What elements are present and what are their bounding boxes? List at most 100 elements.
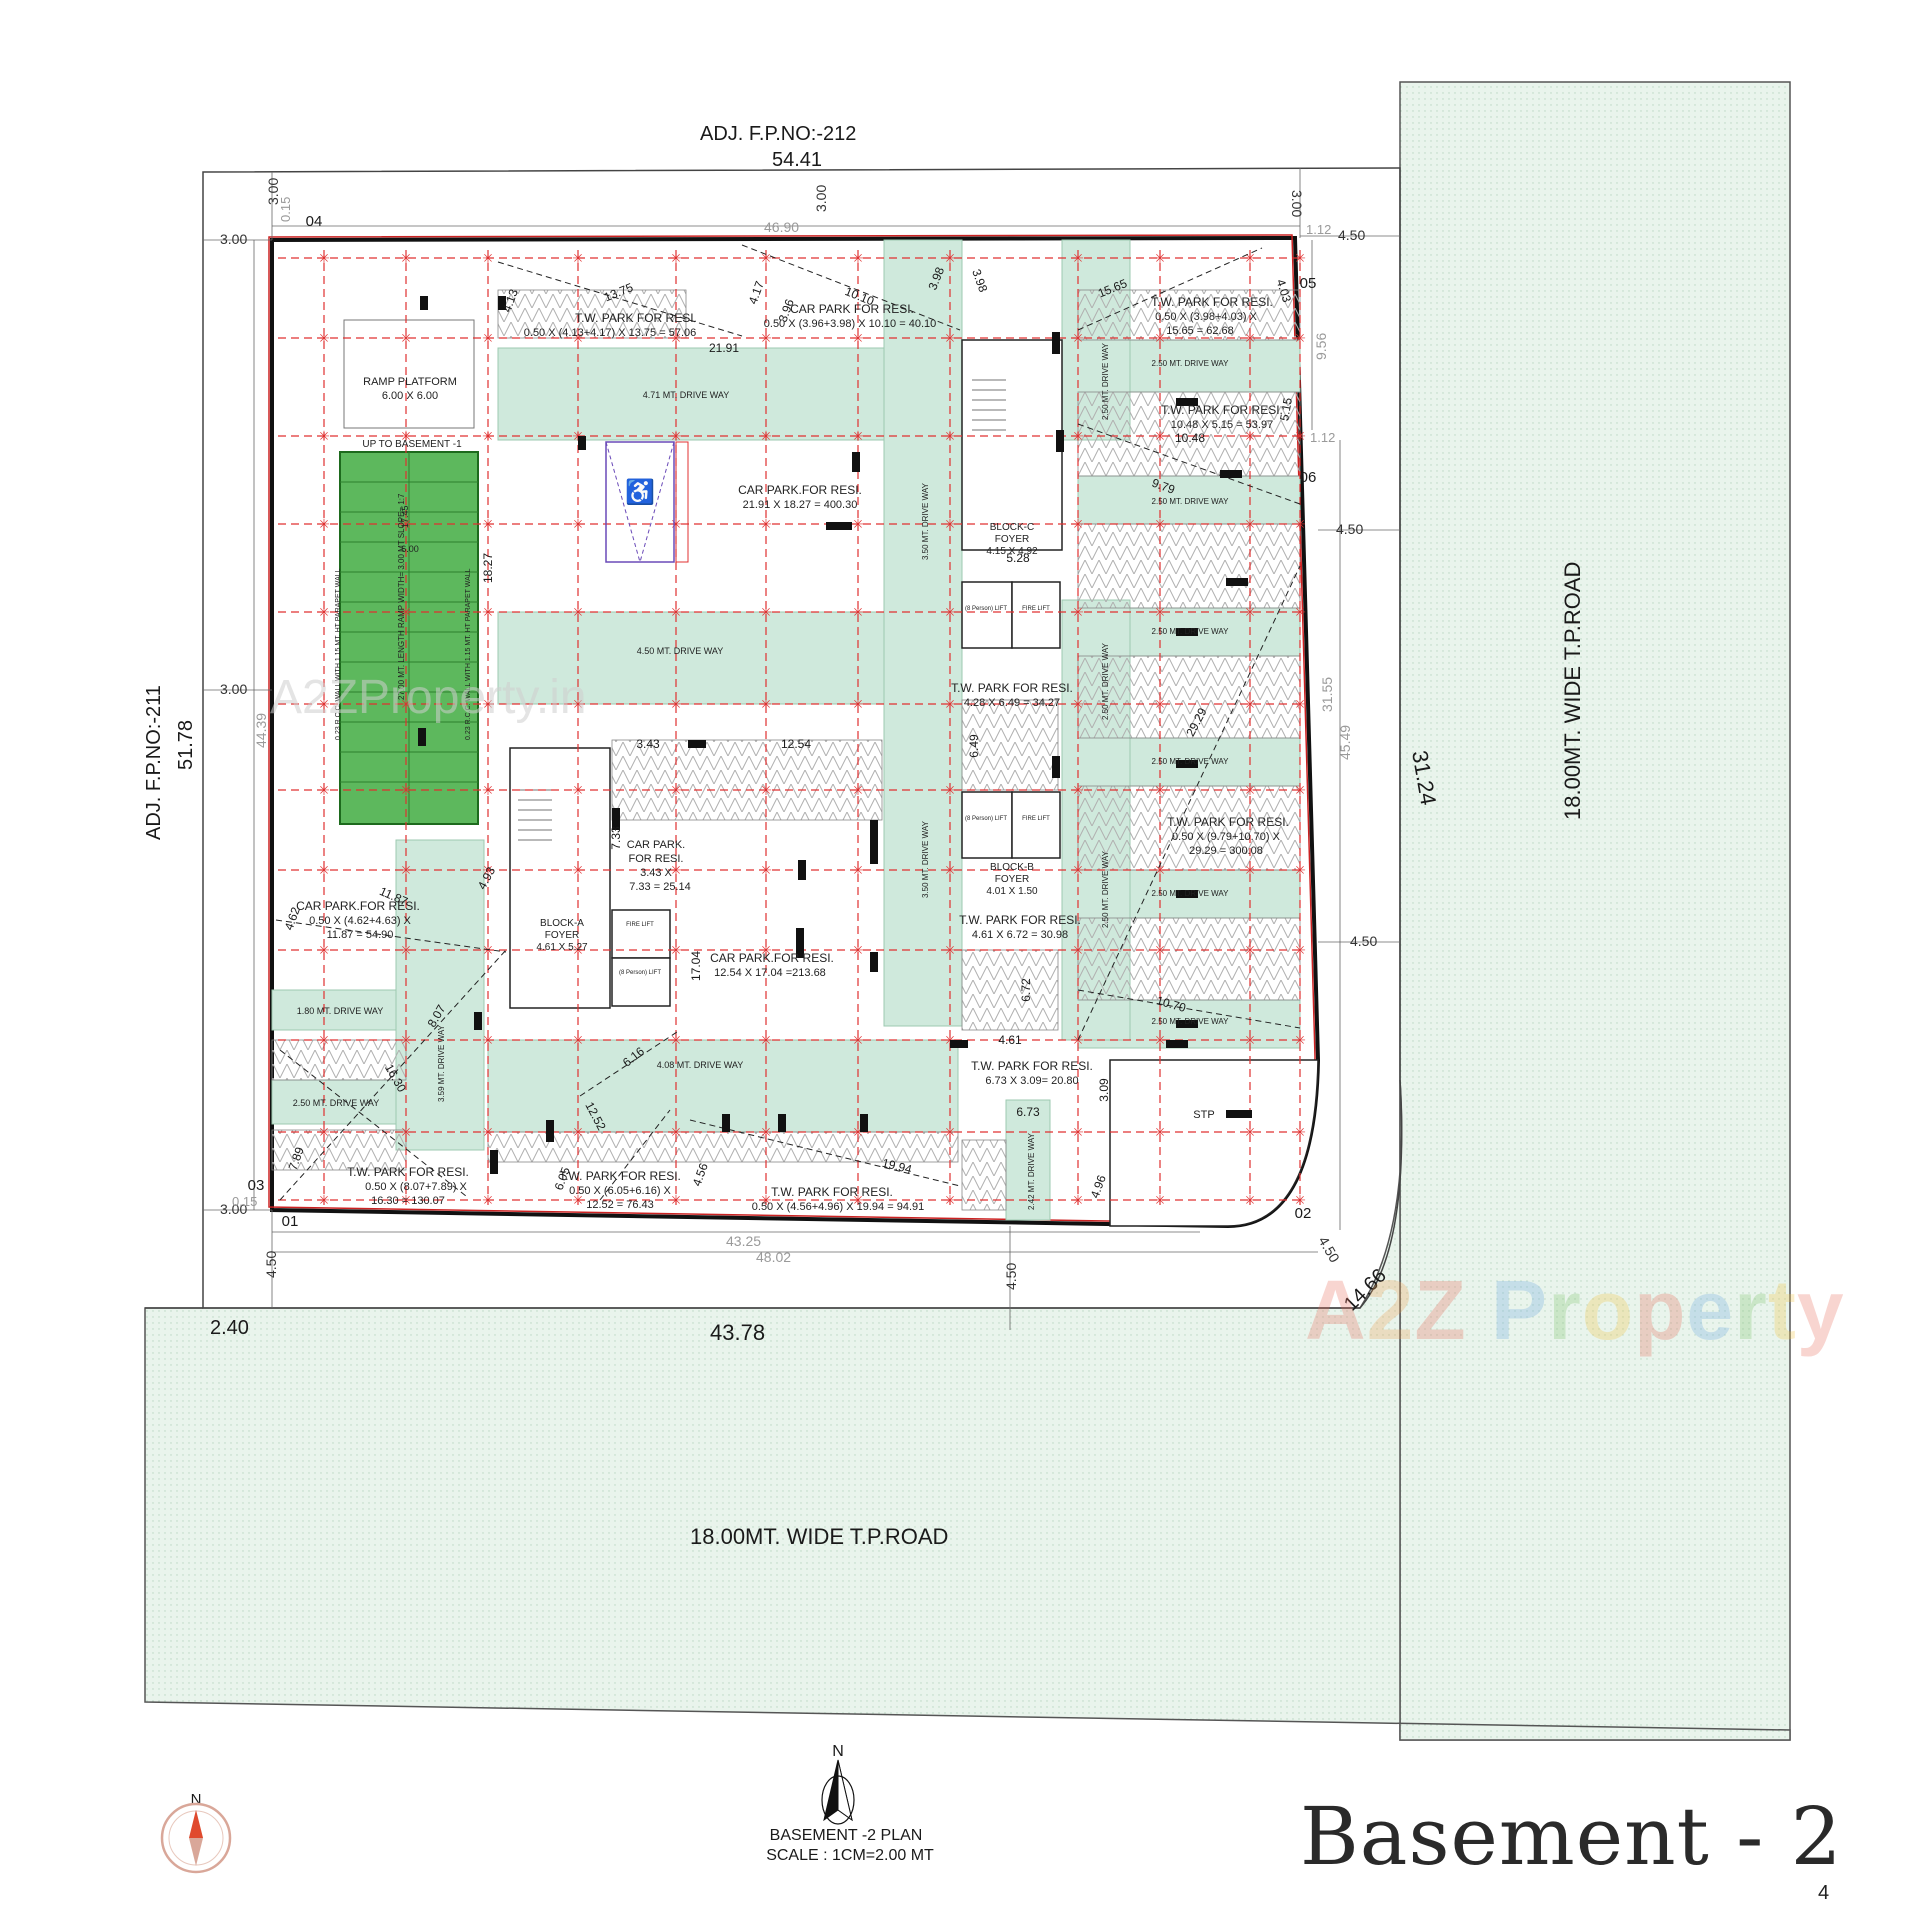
inner-bottom-width1: 43.25 xyxy=(726,1233,761,1249)
adjacent-plot-top: ADJ. F.P.NO:-212 xyxy=(700,123,856,145)
column-marker-icon: ✳ xyxy=(760,1125,772,1141)
column-marker-icon: ✳ xyxy=(852,863,864,879)
column-marker-icon: ✳ xyxy=(670,1125,682,1141)
bottom-left-offset: 2.40 xyxy=(210,1317,249,1339)
column-marker-icon: ✳ xyxy=(1072,697,1084,713)
column-marker-icon: ✳ xyxy=(944,1125,956,1141)
dimension-label: 12.54 xyxy=(781,737,811,751)
column-marker-icon: ✳ xyxy=(760,943,772,959)
cores xyxy=(509,339,1063,1009)
dimension-label: 4.03 xyxy=(1274,277,1295,304)
column-marker-icon: ✳ xyxy=(1154,863,1166,879)
column-marker-icon: ✳ xyxy=(760,429,772,445)
watermark-letter: e xyxy=(1686,1263,1735,1357)
column-marker-icon: ✳ xyxy=(944,697,956,713)
dimension-label: 5.28 xyxy=(1006,551,1030,565)
column-marker-icon: ✳ xyxy=(1154,517,1166,533)
column-marker-icon: ✳ xyxy=(760,331,772,347)
column-marker-icon: ✳ xyxy=(944,605,956,621)
lift-block-b: (8 Person) LIFT xyxy=(965,816,1007,822)
setback-right-mid2: 4.50 xyxy=(1350,933,1377,949)
car-park-small-calc1: 3.43 X xyxy=(640,867,672,879)
column-marker-icon: ✳ xyxy=(318,943,330,959)
ramp-wall-left: 0.23 R.C.C. WALL WITH 1.15 MT. HT PARAPE… xyxy=(335,568,342,740)
column-marker-icon: ✳ xyxy=(482,251,494,267)
fire-lift-block-a: FIRE LIFT xyxy=(626,922,654,928)
column-marker-icon: ✳ xyxy=(1244,251,1256,267)
up-to-basement-label: UP TO BASEMENT -1 xyxy=(362,439,462,450)
corner-02: 02 xyxy=(1295,1205,1312,1222)
dimension-label: 6.72 xyxy=(1019,978,1033,1002)
column-marker-icon: ✳ xyxy=(400,429,412,445)
block-a-foyer: FOYER xyxy=(545,930,579,941)
column-marker-icon: ✳ xyxy=(572,605,584,621)
column-marker-icon: ✳ xyxy=(572,1125,584,1141)
setback-left-mid: 3.00 xyxy=(220,681,247,697)
block-c-foyer: FOYER xyxy=(995,534,1029,545)
column-marker-icon: ✳ xyxy=(1154,1193,1166,1209)
column-marker-icon: ✳ xyxy=(1154,331,1166,347)
column-marker-icon: ✳ xyxy=(482,429,494,445)
left-length: 51.78 xyxy=(175,720,197,770)
edge-offset-bottom: 0.15 xyxy=(232,1194,257,1209)
column-marker-icon: ✳ xyxy=(400,697,412,713)
block-c-size: 4.15 X 4.92 xyxy=(986,546,1038,557)
tw-park-bottom-right-calc: 0.50 X (4.56+4.96) X 19.94 = 94.91 xyxy=(752,1201,924,1213)
column-marker-icon: ✳ xyxy=(400,943,412,959)
column-marker-icon: ✳ xyxy=(400,1125,412,1141)
north-arrow-center xyxy=(821,1759,855,1825)
car-park-small-title2: FOR RESI. xyxy=(628,853,683,865)
column-marker-icon: ✳ xyxy=(1072,429,1084,445)
car-park-small-title1: CAR PARK. xyxy=(627,839,685,851)
column-marker-icon: ✳ xyxy=(852,517,864,533)
column-marker-icon: ✳ xyxy=(944,783,956,799)
column-marker-icon: ✳ xyxy=(760,863,772,879)
column-marker-icon: ✳ xyxy=(944,251,956,267)
setback-top-left: 3.00 xyxy=(265,178,281,205)
watermark-letter: 2 xyxy=(1366,1263,1415,1357)
column-marker-icon: ✳ xyxy=(482,605,494,621)
column-marker-icon: ✳ xyxy=(670,1033,682,1049)
column-marker-icon: ✳ xyxy=(1244,331,1256,347)
column-marker-icon: ✳ xyxy=(482,1193,494,1209)
column-marker-icon: ✳ xyxy=(1244,943,1256,959)
column-marker-icon: ✳ xyxy=(482,1033,494,1049)
tw-park-bottom-mid-calc2: 12.52 = 76.43 xyxy=(586,1199,654,1211)
drive-way-250-6: 2.50 MT. DRIVE WAY xyxy=(1152,1017,1230,1026)
tw-park-top-left-calc: 0.50 X (4.13+4.17) X 13.75 = 57.06 xyxy=(524,327,696,339)
column-marker-icon: ✳ xyxy=(1154,429,1166,445)
setback-right-top: 4.50 xyxy=(1338,227,1365,243)
column-marker-icon: ✳ xyxy=(572,697,584,713)
column-marker-icon: ✳ xyxy=(572,331,584,347)
ramp-len: 17.45 xyxy=(400,505,410,528)
column-marker-icon: ✳ xyxy=(1072,1125,1084,1141)
column-marker-icon: ✳ xyxy=(944,1193,956,1209)
drive-way-250-bottom-left: 2.50 MT. DRIVE WAY xyxy=(293,1098,380,1108)
column-marker-icon: ✳ xyxy=(1072,331,1084,347)
dimension-label: 3.09 xyxy=(1097,1078,1111,1102)
tw-park-bottom-left-title: T.W. PARK FOR RESI. xyxy=(347,1165,469,1179)
corner-01: 01 xyxy=(282,1213,299,1230)
car-park-mid-title: CAR PARK.FOR RESI. xyxy=(710,951,834,965)
column-marker-icon: ✳ xyxy=(670,943,682,959)
column-marker-icon: ✳ xyxy=(852,1125,864,1141)
drive-way-471: 4.71 MT. DRIVE WAY xyxy=(643,390,730,400)
column-marker-icon: ✳ xyxy=(572,863,584,879)
column-marker-icon: ✳ xyxy=(572,1193,584,1209)
setback-top-right: 3.00 xyxy=(1289,190,1305,217)
block-b-foyer: FOYER xyxy=(995,874,1029,885)
tw-park-top-right-calc1: 0.50 X (3.98+4.03) X xyxy=(1155,311,1257,323)
dimension-label: 7.33 xyxy=(609,826,623,850)
column-marker-icon: ✳ xyxy=(852,697,864,713)
column-marker-icon: ✳ xyxy=(318,1033,330,1049)
column-marker-icon: ✳ xyxy=(670,783,682,799)
tw-park-top-left-title: T.W. PARK FOR RESI. xyxy=(575,311,697,325)
tw-park-mid-calc: 4.28 X 6.49 = 34.27 xyxy=(964,697,1060,709)
setback-right-mid1: 4.50 xyxy=(1336,521,1363,537)
watermark-letter: t xyxy=(1767,1263,1797,1357)
dimension-label: 17.04 xyxy=(689,951,703,981)
road-right xyxy=(1399,81,1791,1741)
tw-park-right2-calc: 10.48 X 5.15 = 53.97 xyxy=(1171,419,1273,431)
column-marker-icon: ✳ xyxy=(944,863,956,879)
